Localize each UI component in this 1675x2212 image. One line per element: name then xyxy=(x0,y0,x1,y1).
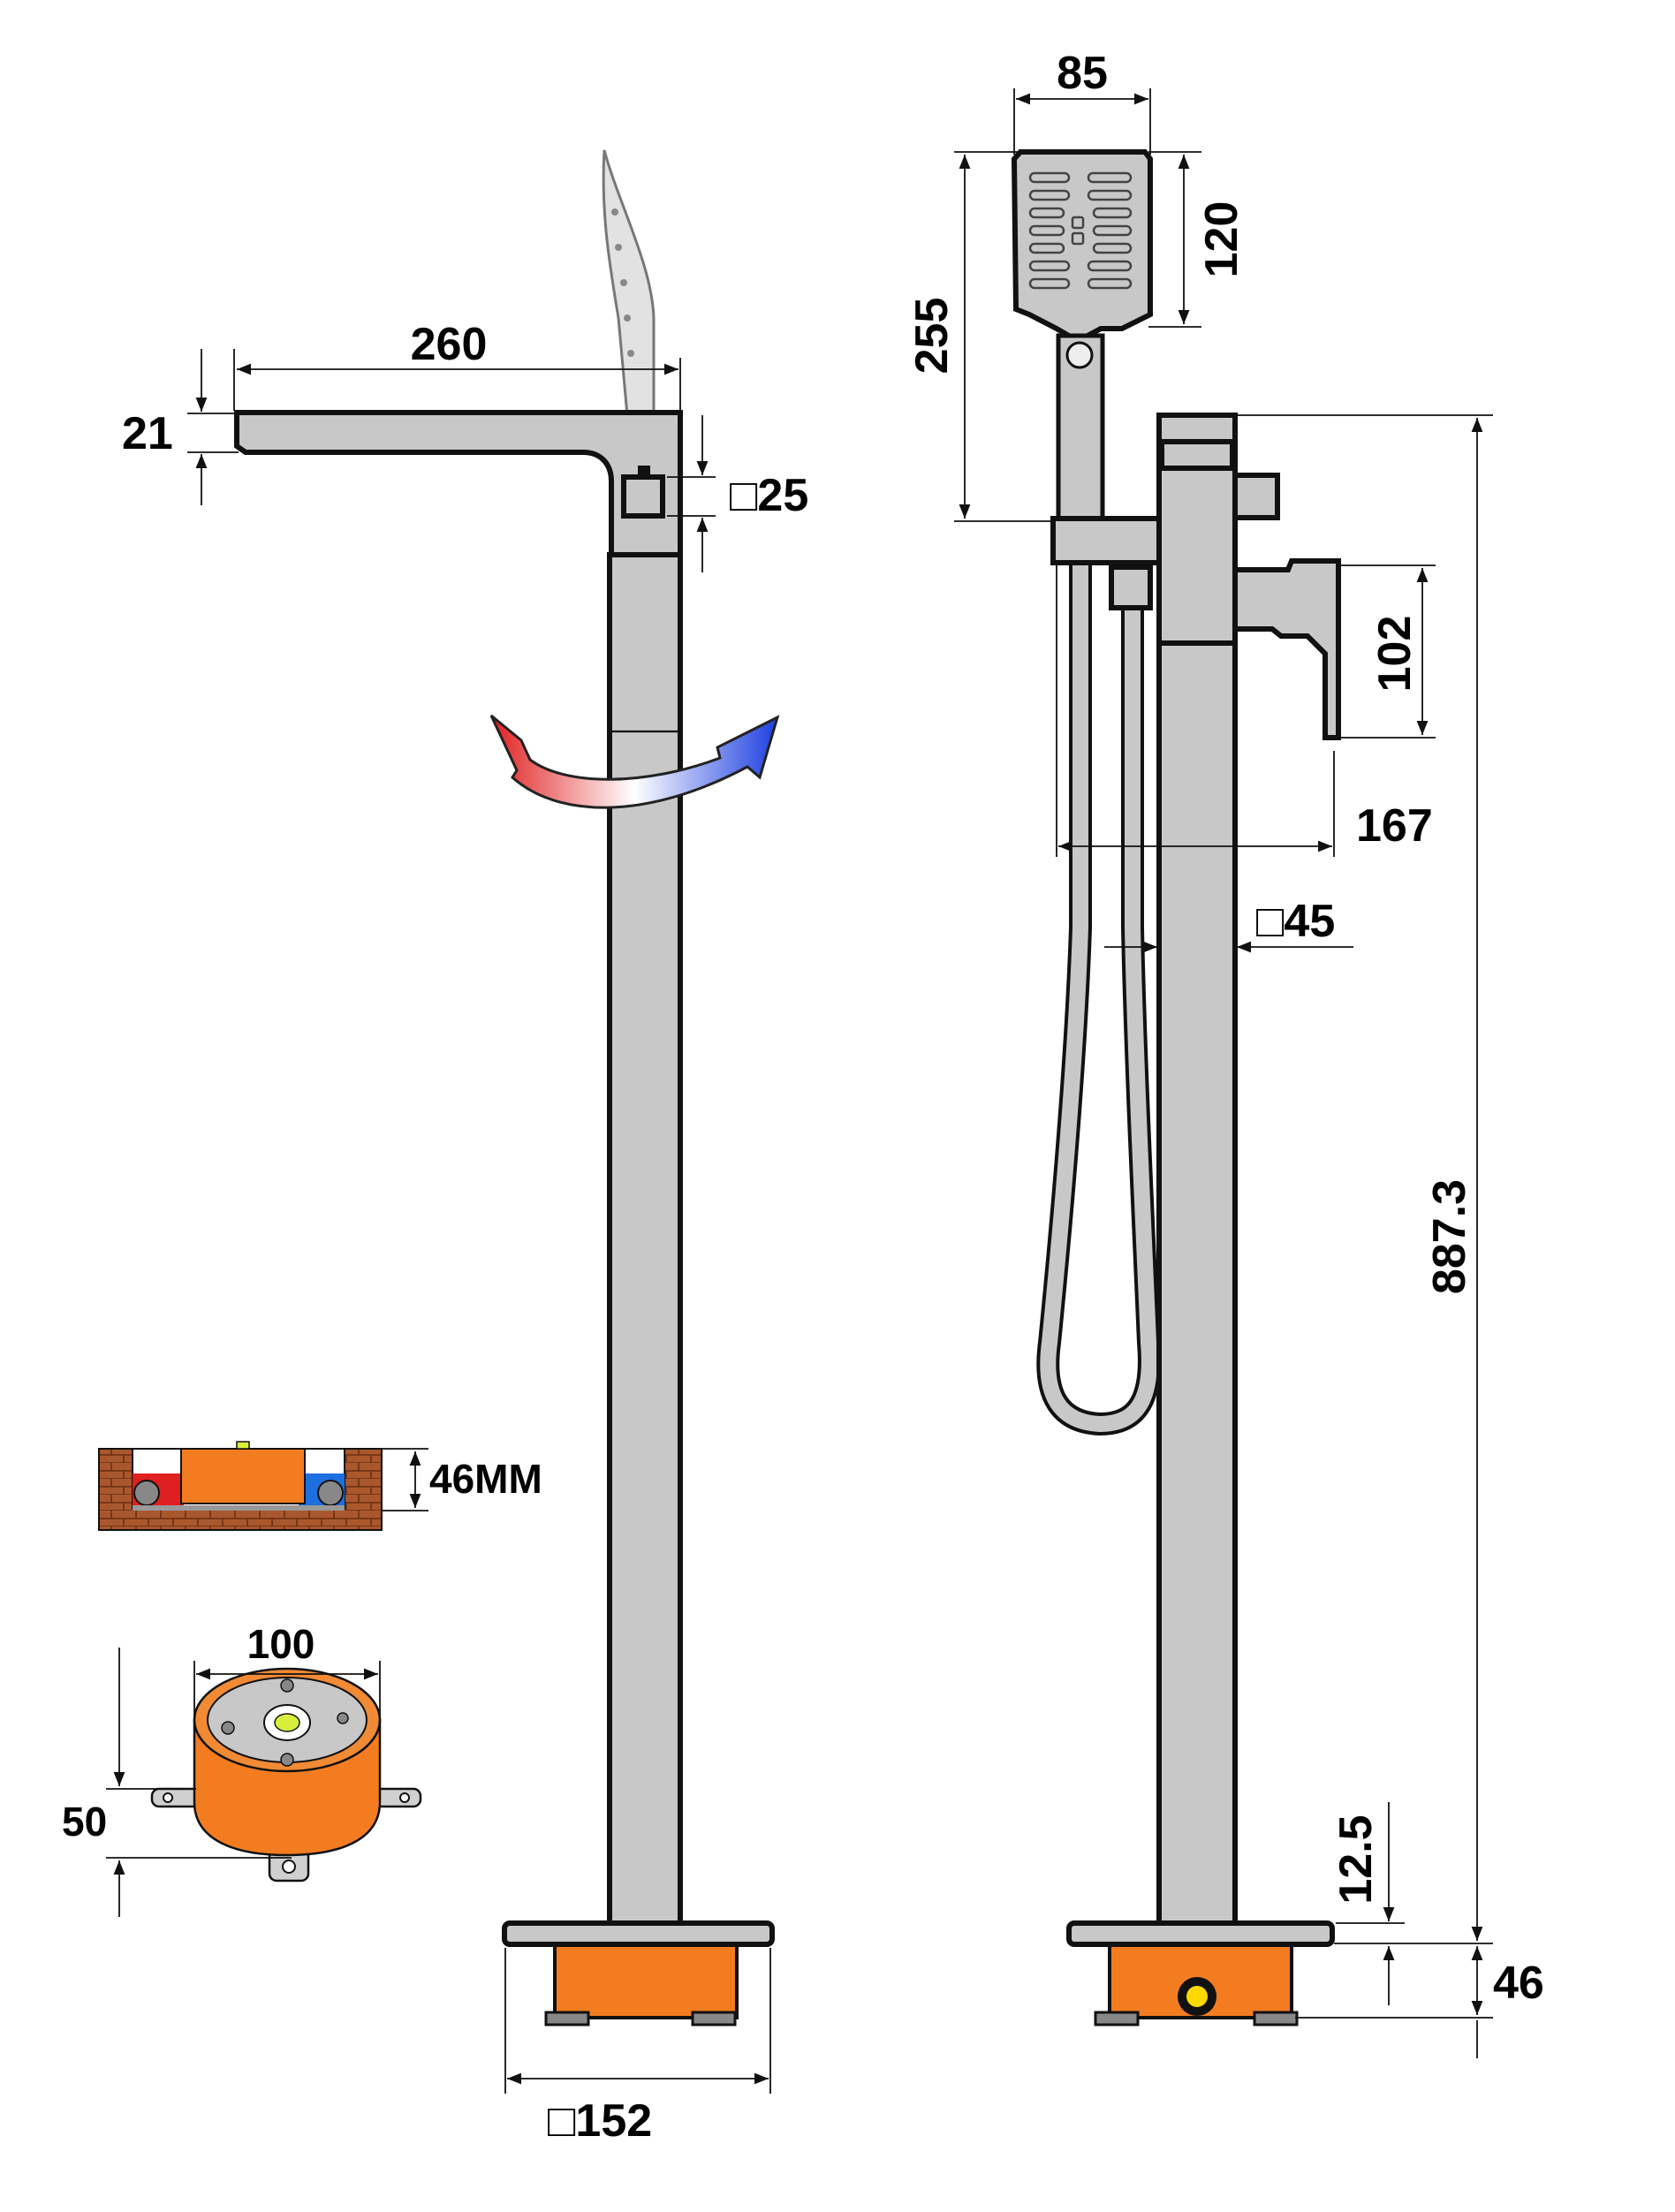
side-mixing-valve-base xyxy=(1108,1943,1293,2019)
valve-foot-left xyxy=(544,2011,590,2026)
shower-hose-fill xyxy=(1040,565,1157,1433)
dim-base-height: 46 xyxy=(1493,1958,1544,2009)
spout-outlet xyxy=(1159,439,1235,471)
lever-square xyxy=(621,474,665,519)
side-column xyxy=(1156,640,1238,1929)
hose-connector xyxy=(1109,564,1153,610)
dim-base-square: □152 xyxy=(548,2095,652,2147)
column xyxy=(607,552,683,1929)
handshower-side-silhouette xyxy=(602,149,656,417)
spout xyxy=(234,410,683,568)
dim-handshower-head-height: 120 xyxy=(1196,201,1247,278)
side-flange-plate xyxy=(1066,1920,1335,1947)
dim-handshower-length: 255 xyxy=(906,298,958,375)
flange-plate xyxy=(502,1920,775,1947)
side-view: 85 120 255 102 167 □45 887.3 12.5 xyxy=(906,48,1544,2058)
valve-foot-right xyxy=(691,2011,737,2026)
dim-valve-height: 50 xyxy=(62,1799,107,1845)
lever-slot xyxy=(638,466,650,476)
side-lever-knob xyxy=(1232,473,1280,520)
dim-handle-height: 102 xyxy=(1369,616,1421,693)
dim-lever-square: □25 xyxy=(730,470,808,521)
dim-overall-depth: 167 xyxy=(1356,800,1433,852)
handshower-nozzles xyxy=(611,208,634,357)
hot-cold-arrow-icon xyxy=(489,714,780,809)
side-valve-foot-right xyxy=(1253,2011,1299,2026)
dim-flange-thickness: 12.5 xyxy=(1330,1814,1382,1904)
dim-handshower-width: 85 xyxy=(1057,48,1108,99)
recess-section-inset: 46MM xyxy=(98,1441,542,1531)
level-bubble-icon xyxy=(274,1713,300,1732)
dim-overall-height: 887.3 xyxy=(1424,1179,1475,1294)
handshower-holder xyxy=(1050,516,1162,565)
dim-spout-thickness: 21 xyxy=(122,408,173,459)
mixing-valve-base xyxy=(553,1943,739,2019)
dim-column-square: □45 xyxy=(1256,896,1335,947)
valve-isometric-inset: 100 50 xyxy=(62,1621,422,1917)
mixer-handle xyxy=(1232,558,1341,740)
front-view: 260 21 □25 □152 xyxy=(122,149,808,2147)
recess-valve xyxy=(180,1448,306,1504)
handshower-button xyxy=(1065,341,1094,369)
inlet-hole-core xyxy=(1186,1986,1208,2007)
handshower-spray-slots xyxy=(1028,171,1133,290)
dim-recess-depth: 46MM xyxy=(429,1456,542,1502)
side-valve-foot-left xyxy=(1094,2011,1140,2026)
dim-valve-diameter: 100 xyxy=(247,1621,315,1667)
dim-spout-length: 260 xyxy=(411,319,488,370)
